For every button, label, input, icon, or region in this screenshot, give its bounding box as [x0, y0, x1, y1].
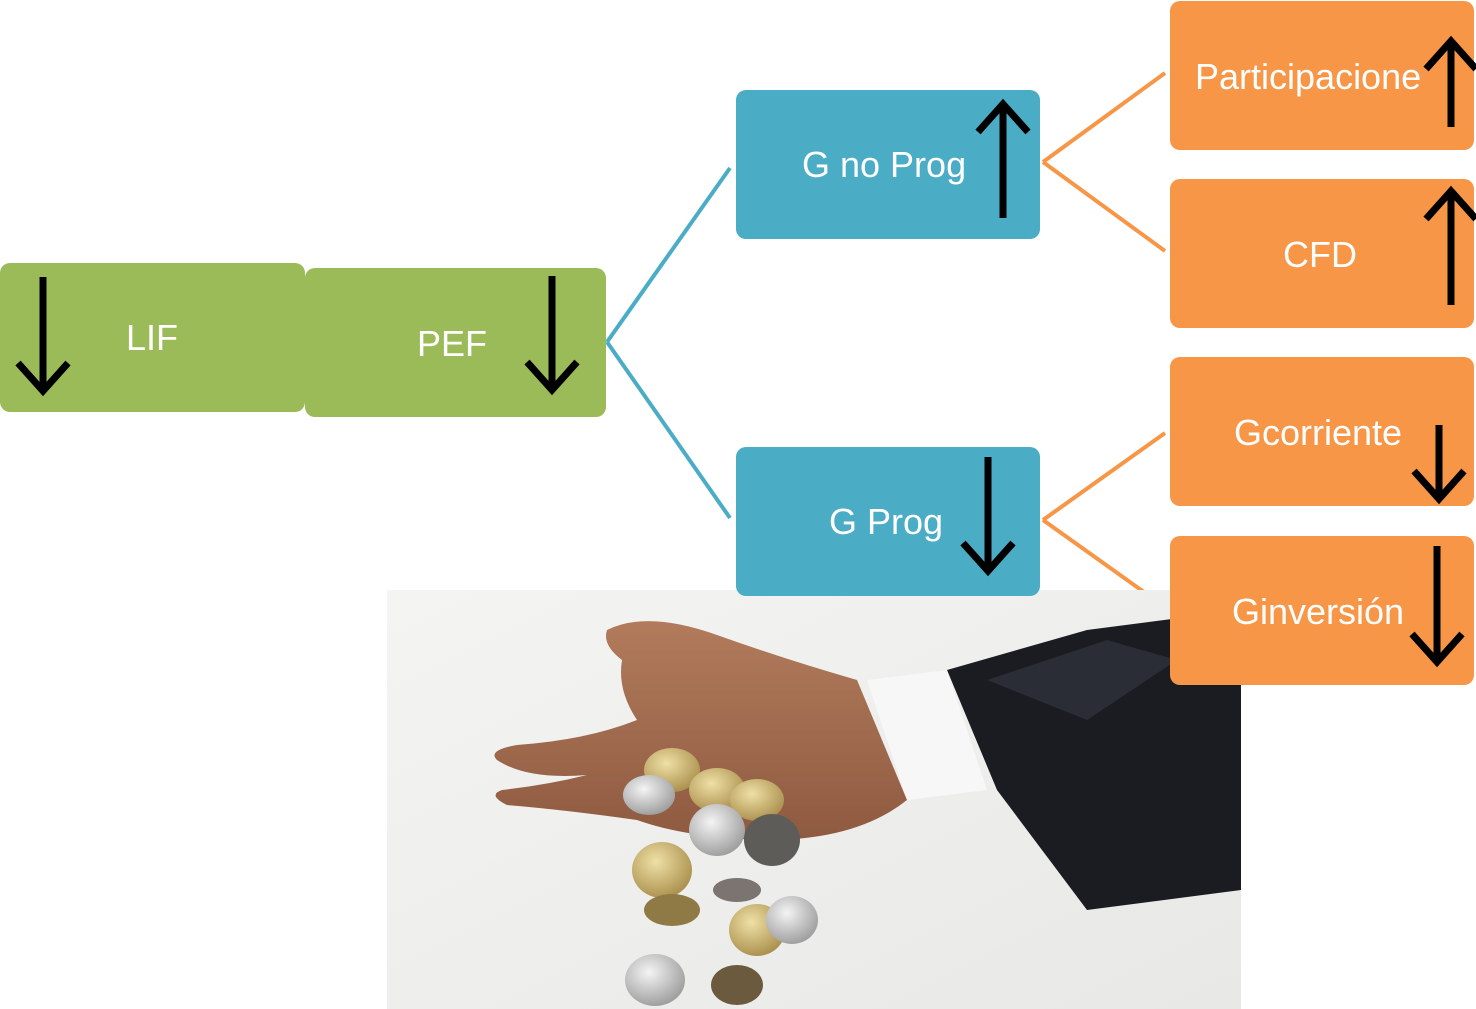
connector-gnp-cfd [1041, 160, 1167, 253]
connector-pef-g-no-prog [605, 166, 732, 344]
arrow-down-icon [1409, 546, 1465, 668]
connector-pef-g-prog [605, 340, 732, 520]
node-lif: LIF [0, 263, 305, 412]
node-g-prog-label: G Prog [829, 501, 944, 542]
node-g-no-prog-label: G no Prog [802, 144, 967, 185]
hand-dropping-coins-photo [387, 590, 1241, 1009]
node-pef-label: PEF [417, 323, 488, 364]
connector-gnp-participaciones [1041, 71, 1167, 164]
node-gcorriente-label: Gcorriente [1234, 412, 1403, 453]
node-participaciones-label: Participacione [1195, 56, 1422, 97]
node-gcorriente: Gcorriente [1170, 357, 1474, 506]
arrow-down-icon [1411, 425, 1467, 505]
arrow-down-icon [960, 457, 1016, 577]
node-g-no-prog: G no Prog [736, 90, 1040, 239]
node-ginversion-label: Ginversión [1232, 591, 1405, 632]
node-ginversion: Ginversión [1170, 536, 1474, 685]
node-lif-label: LIF [126, 317, 179, 358]
arrow-up-icon [975, 98, 1031, 218]
node-cfd-label: CFD [1283, 234, 1357, 275]
node-pef: PEF [305, 268, 606, 417]
arrow-down-icon [524, 276, 580, 396]
connector-gp-gcorriente [1041, 431, 1167, 522]
node-cfd: CFD [1170, 179, 1476, 328]
arrow-up-icon [1423, 35, 1476, 127]
arrow-down-icon [15, 277, 71, 397]
arrow-up-icon [1423, 185, 1476, 305]
node-g-prog: G Prog [736, 447, 1040, 596]
node-participaciones: Participacione [1170, 1, 1476, 150]
